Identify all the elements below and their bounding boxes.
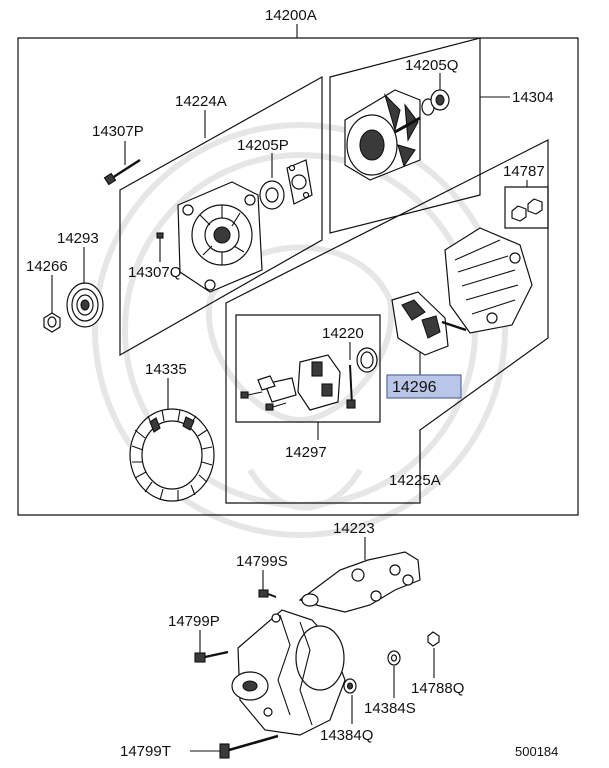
- pulley-14293-part: [66, 247, 104, 328]
- nut-14266-part: [43, 275, 61, 333]
- rotor-group: [329, 37, 510, 234]
- label-14293: 14293: [57, 230, 99, 247]
- rectifier-part: [391, 291, 467, 356]
- label-14799P: 14799P: [168, 613, 220, 630]
- label-14799T: 14799T: [120, 743, 171, 760]
- washer-14384Q-part: [343, 678, 357, 724]
- assembly-14200A-box: [17, 24, 579, 516]
- screw-14307Q-part: [156, 232, 164, 256]
- alternator-assembly-part: [231, 609, 346, 736]
- bolt-14799S-part: [258, 570, 277, 598]
- label-14220: 14220: [322, 325, 364, 342]
- label-14335: 14335: [145, 361, 187, 378]
- bolt-14799P-part: [194, 630, 229, 663]
- label-14224A: 14224A: [175, 93, 227, 110]
- part-14296-highlight[interactable]: [386, 374, 462, 399]
- brush-holder-part: [257, 354, 341, 411]
- label-14200A: 14200A: [265, 7, 317, 24]
- front-housing-group: [119, 75, 323, 357]
- label-14787: 14787: [503, 163, 545, 180]
- bolt-14799T-part: [190, 734, 279, 759]
- label-14307Q: 14307Q: [128, 264, 181, 281]
- seal-ring-part: [356, 347, 378, 373]
- screw-14220-part: [346, 364, 356, 409]
- label-14223: 14223: [333, 520, 375, 537]
- label-14296[interactable]: 14296: [392, 379, 437, 396]
- nut-14787-part: [511, 198, 543, 222]
- label-14384Q: 14384Q: [320, 727, 373, 744]
- nut-14788Q-part: [427, 631, 440, 678]
- label-14788Q: 14788Q: [411, 680, 464, 697]
- washer-14384S-part: [387, 650, 401, 698]
- rear-group: [225, 139, 549, 504]
- label-14307P: 14307P: [92, 123, 144, 140]
- front-housing-part: [177, 181, 263, 293]
- stator-part: [129, 378, 215, 502]
- label-14205P: 14205P: [237, 137, 289, 154]
- bracket-14223-part: [298, 537, 421, 613]
- label-14297: 14297: [285, 444, 327, 461]
- screws-small-part: [240, 391, 287, 411]
- label-14225A: 14225A: [389, 472, 441, 489]
- rear-housing-part: [444, 227, 533, 334]
- label-14266: 14266: [26, 258, 68, 275]
- bearing-14205P-part: [259, 180, 285, 210]
- brush-holder-group: [235, 314, 381, 440]
- rotor-part: [344, 89, 421, 181]
- retainer-plate-part: [286, 159, 313, 205]
- label-14384S: 14384S: [364, 700, 416, 717]
- label-14799S: 14799S: [236, 553, 288, 570]
- label-14304: 14304: [512, 89, 554, 106]
- slip-ring-bearing-part: [421, 89, 450, 116]
- label-14205Q: 14205Q: [405, 57, 458, 74]
- bolt-14307P-part: [103, 141, 141, 186]
- diagram-reference-number: 500184: [515, 744, 558, 759]
